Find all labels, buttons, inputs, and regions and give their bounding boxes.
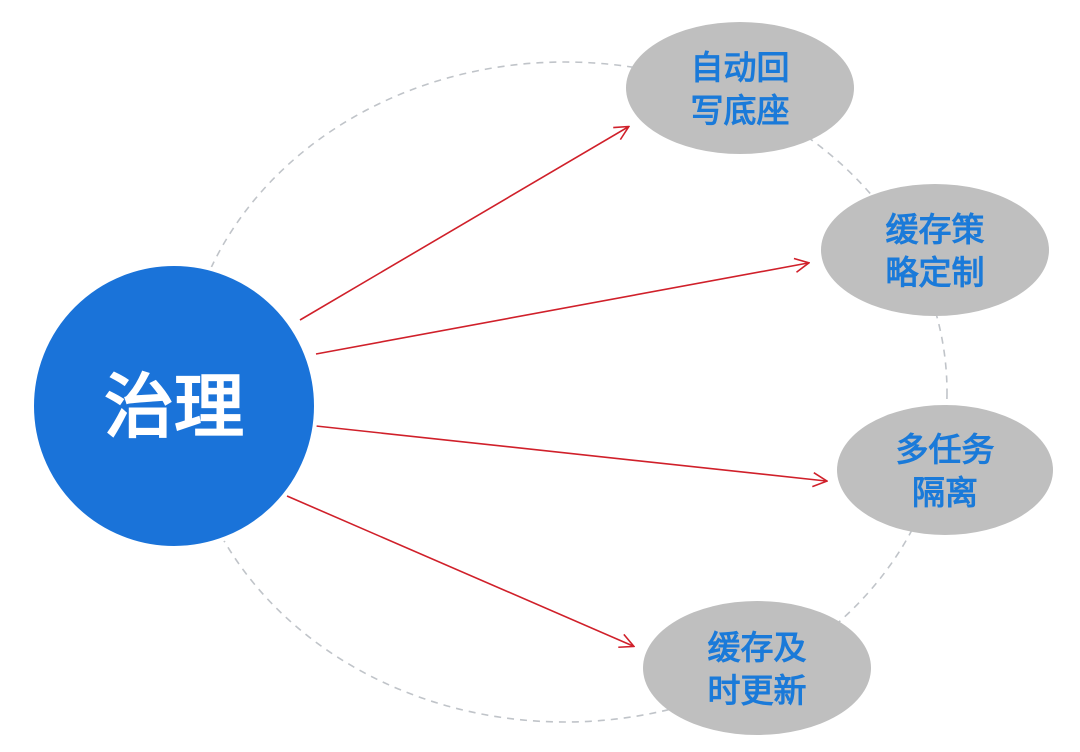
arrow-to-node-4 xyxy=(286,495,633,646)
node-label-line1: 缓存及 xyxy=(708,628,807,667)
arrows xyxy=(286,127,826,646)
node-ellipse xyxy=(643,601,871,735)
node-label-line2: 时更新 xyxy=(708,671,807,710)
arrow-to-node-2 xyxy=(315,263,808,355)
node-label-line2: 写底座 xyxy=(691,91,790,130)
node-ellipse xyxy=(837,405,1053,535)
node-label-line2: 隔离 xyxy=(912,473,978,512)
node-multitask-isolation: 多任务 隔离 xyxy=(837,405,1053,535)
node-auto-writeback: 自动回 写底座 xyxy=(626,22,854,154)
arrow-to-node-1 xyxy=(299,127,628,321)
node-label-line1: 多任务 xyxy=(896,430,995,469)
node-label-line1: 缓存策 xyxy=(886,210,985,249)
arrow-to-node-3 xyxy=(315,425,826,481)
node-ellipse xyxy=(626,22,854,154)
node-label-line2: 略定制 xyxy=(886,253,985,292)
node-cache-strategy: 缓存策 略定制 xyxy=(821,184,1049,316)
node-cache-update: 缓存及 时更新 xyxy=(643,601,871,735)
center-node: 治理 xyxy=(30,262,318,550)
node-label-line1: 自动回 xyxy=(691,48,790,87)
center-label: 治理 xyxy=(104,366,244,448)
center-circle xyxy=(30,262,318,550)
node-ellipse xyxy=(821,184,1049,316)
